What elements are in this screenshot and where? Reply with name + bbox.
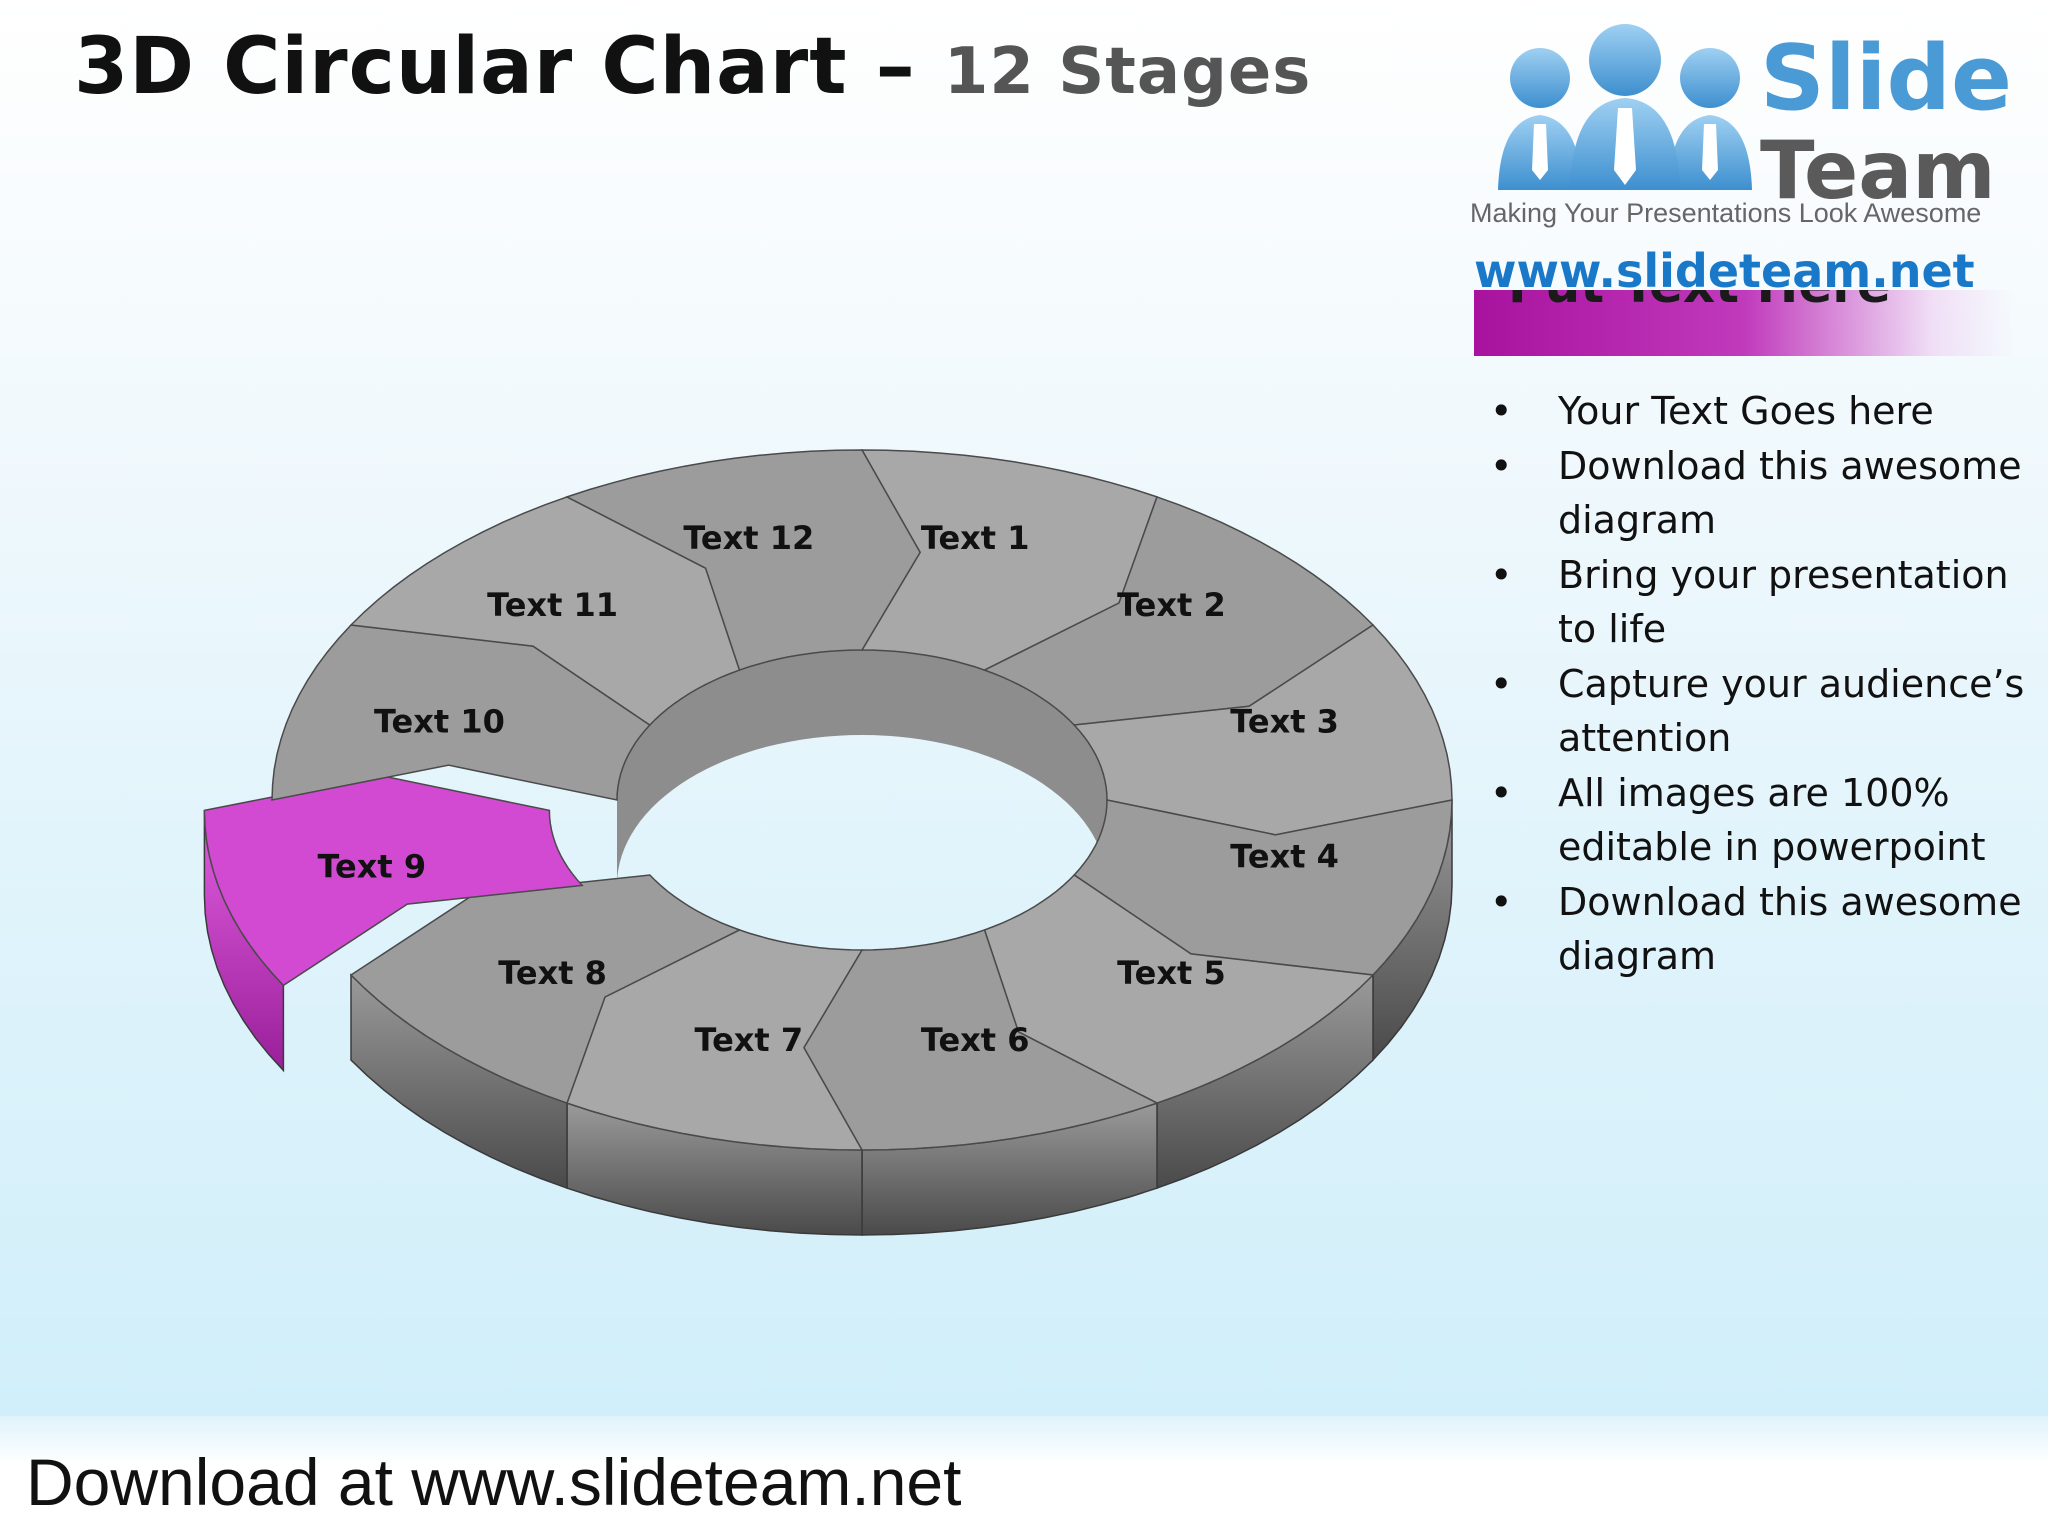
stage-label: Text 6 [921,1021,1030,1059]
stage-top [565,449,921,672]
stage-label: Text 8 [498,954,607,992]
circular-diagram: Text 1 Text 2 Text 3 Text 4 Text 5 Text 6 Text… [203,449,1453,1236]
stage-label: Text 9 [317,848,426,886]
stage-segment: Text 12 [565,449,921,672]
stage-label: Text 12 [683,519,814,557]
stage-label: Text 7 [694,1021,803,1059]
panel-heading: Put Text Here [1508,290,1891,314]
bullet-item: Download this awesome diagram [1484,439,2034,548]
stage-segment: Text 9 [203,774,584,1073]
stage-segment: Text 2 [982,495,1375,726]
stage-segment: Text 1 [860,449,1158,671]
stage-label: Text 10 [374,703,505,741]
title-main: 3D Circular Chart – [74,22,916,112]
slide-title: 3D Circular Chart – 12 Stages [74,22,1311,112]
stage-segment: Text 5 [983,874,1375,1190]
footer: Download at www.slideteam.net [0,1416,2048,1536]
stage-label: Text 4 [1230,837,1339,875]
people-logo-icon [1498,24,1752,190]
panel-heading-bar: Put Text Here [1474,290,2014,356]
stage-label: Text 11 [487,586,618,624]
bullet-list: Your Text Goes here Download this awesom… [1484,384,2034,984]
stage-segment: Text 10 [271,624,651,801]
stage-top [203,774,584,987]
logo-brand-bottom: Team [1760,124,1996,217]
stage-segment: Text 11 [349,496,741,726]
logo-tagline: Making Your Presentations Look Awesome [1470,198,1982,228]
logo-brand-top: Slide [1760,26,2012,131]
stage-top [349,874,742,1105]
bullet-item: Bring your presentation to life [1484,548,2034,657]
bullet-item: Download this awesome diagram [1484,875,2034,984]
footer-download-text: Download at www.slideteam.net [26,1445,962,1519]
logo-url[interactable]: www.slideteam.net [1474,244,1975,298]
ring-inner-wall [617,650,1107,885]
bullet-item: All images are 100% editable in powerpoi… [1484,766,2034,875]
title-subtitle: 12 Stages [943,35,1312,109]
stage-segment: Text 8 [349,874,742,1190]
stage-label: Text 1 [921,519,1030,557]
bullet-item: Your Text Goes here [1484,384,2034,439]
stage-segment: Text 6 [803,928,1159,1236]
stage-label: Text 5 [1117,954,1226,992]
slideteam-logo: Slide Team Making Your Presentations Loo… [1470,20,2030,340]
stage-label: Text 2 [1117,586,1226,624]
stage-label: Text 3 [1230,703,1339,741]
bullet-item: Capture your audience’s attention [1484,657,2034,766]
